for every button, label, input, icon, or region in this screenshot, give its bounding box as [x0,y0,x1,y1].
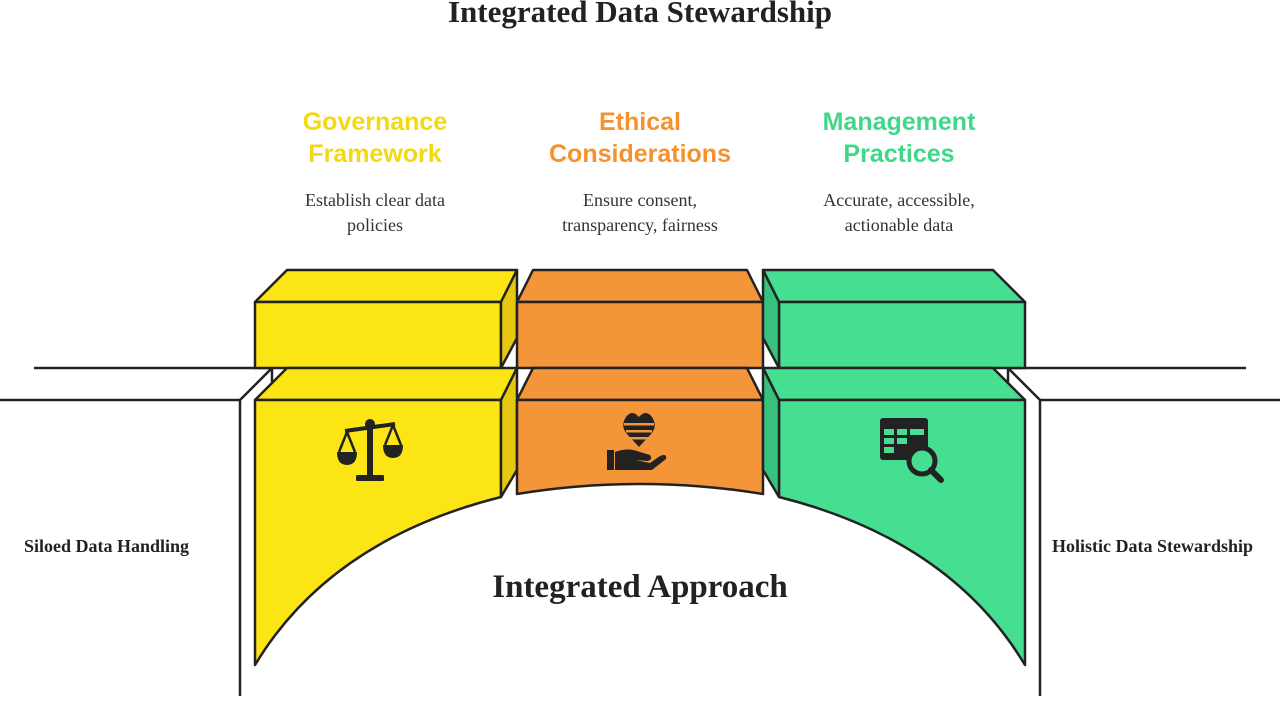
governance-arch [253,366,519,667]
management-title: Management Practices [769,106,1029,170]
governance-block [253,268,519,370]
governance-desc-line1: Establish clear data [305,190,445,210]
right-label: Holistic Data Stewardship [1052,536,1254,556]
management-arch [761,366,1027,667]
management-block [761,268,1027,370]
ethical-title-line2: Considerations [549,140,731,168]
ethical-desc-line2: transparency, fairness [562,215,718,235]
center-label: Integrated Approach [492,569,788,605]
ethical-description: Ensure consent, transparency, fairness [510,188,770,238]
management-description: Accurate, accessible, actionable data [769,188,1029,238]
management-desc-line1: Accurate, accessible, [823,190,975,210]
governance-title: Governance Framework [245,106,505,170]
ethical-title-line1: Ethical [599,108,681,136]
ethical-desc-line1: Ensure consent, [583,190,697,210]
heart-hand-icon [607,413,667,470]
management-title-line2: Practices [843,140,955,168]
diagram-title: Integrated Data Stewardship [447,0,833,29]
scales-icon [337,419,403,481]
ethical-arch [515,366,765,496]
governance-desc-line2: policies [347,215,403,235]
left-label: Siloed Data Handling [24,536,190,556]
ground-lines [0,366,1280,696]
governance-description: Establish clear data policies [245,188,505,238]
governance-title-line2: Framework [308,140,442,168]
management-title-line1: Management [822,108,976,136]
management-desc-line2: actionable data [844,215,954,235]
table-search-icon [880,418,944,483]
ethical-block [515,268,765,370]
ethical-title: Ethical Considerations [510,106,770,170]
governance-title-line1: Governance [302,108,448,136]
